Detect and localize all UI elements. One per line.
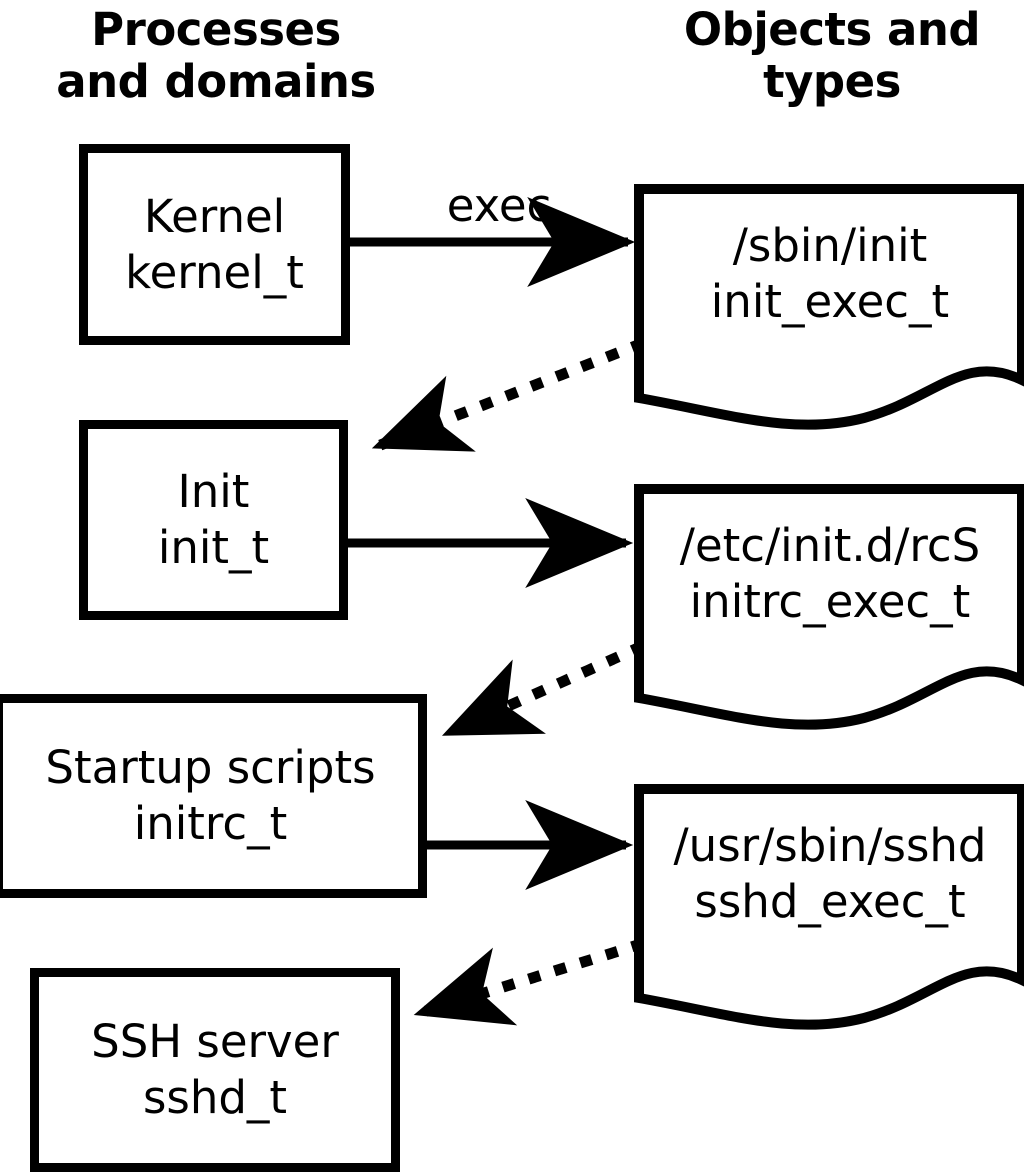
process-kernel-title: Kernel [143,189,286,243]
process-box-init[interactable]: Init init_t [79,420,348,620]
process-initrc-title: Startup scripts [45,741,376,794]
edge-init-exec-transition [370,337,646,454]
document-shape-icon [634,484,1024,730]
process-initrc-type: initrc_t [133,797,288,850]
object-doc-sshd-exec[interactable]: /usr/sbin/sshd sshd_exec_t [634,784,1024,1036]
column-header-processes-and-domains: Processes and domains [56,3,376,108]
column-header-objects-and-types: Objects and types [683,3,981,108]
process-box-ssh-server[interactable]: SSH server sshd_t [30,968,400,1172]
object-doc-initrc-exec[interactable]: /etc/init.d/rcS initrc_exec_t [634,484,1024,736]
process-box-kernel[interactable]: Kernel kernel_t [79,144,350,345]
object-doc-init-exec[interactable]: /sbin/init init_exec_t [634,184,1024,436]
process-sshd-type: sshd_t [142,1071,288,1124]
process-sshd-title: SSH server [91,1015,339,1068]
document-shape-icon [634,784,1024,1030]
document-shape-icon [634,184,1024,430]
process-kernel-type: kernel_t [125,245,304,299]
process-init-title: Init [177,465,250,518]
edge-rcs-transition [440,640,646,741]
process-init-type: init_t [157,521,270,574]
edge-sshd-transition [413,938,645,1026]
process-box-startup-scripts[interactable]: Startup scripts initrc_t [0,694,427,898]
edge-label-exec: exec [446,179,552,232]
